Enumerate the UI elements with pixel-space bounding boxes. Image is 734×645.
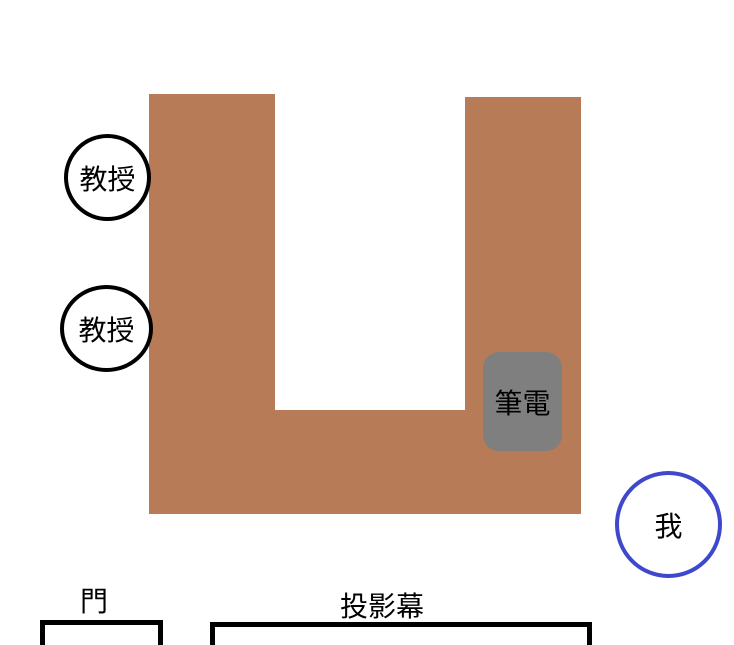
laptop: 筆電 <box>483 352 562 451</box>
screen-bracket <box>210 622 592 645</box>
screen-label: 投影幕 <box>340 590 425 623</box>
professor-label: 教授 <box>79 162 136 196</box>
me-seat: 我 <box>615 471 722 578</box>
professor-label: 教授 <box>78 313 135 347</box>
professor-seat-1: 教授 <box>64 134 151 221</box>
door-label: 門 <box>80 585 109 618</box>
laptop-label: 筆電 <box>494 386 551 420</box>
door-bracket <box>40 620 163 645</box>
me-label: 我 <box>654 509 683 543</box>
professor-seat-2: 教授 <box>60 285 153 372</box>
